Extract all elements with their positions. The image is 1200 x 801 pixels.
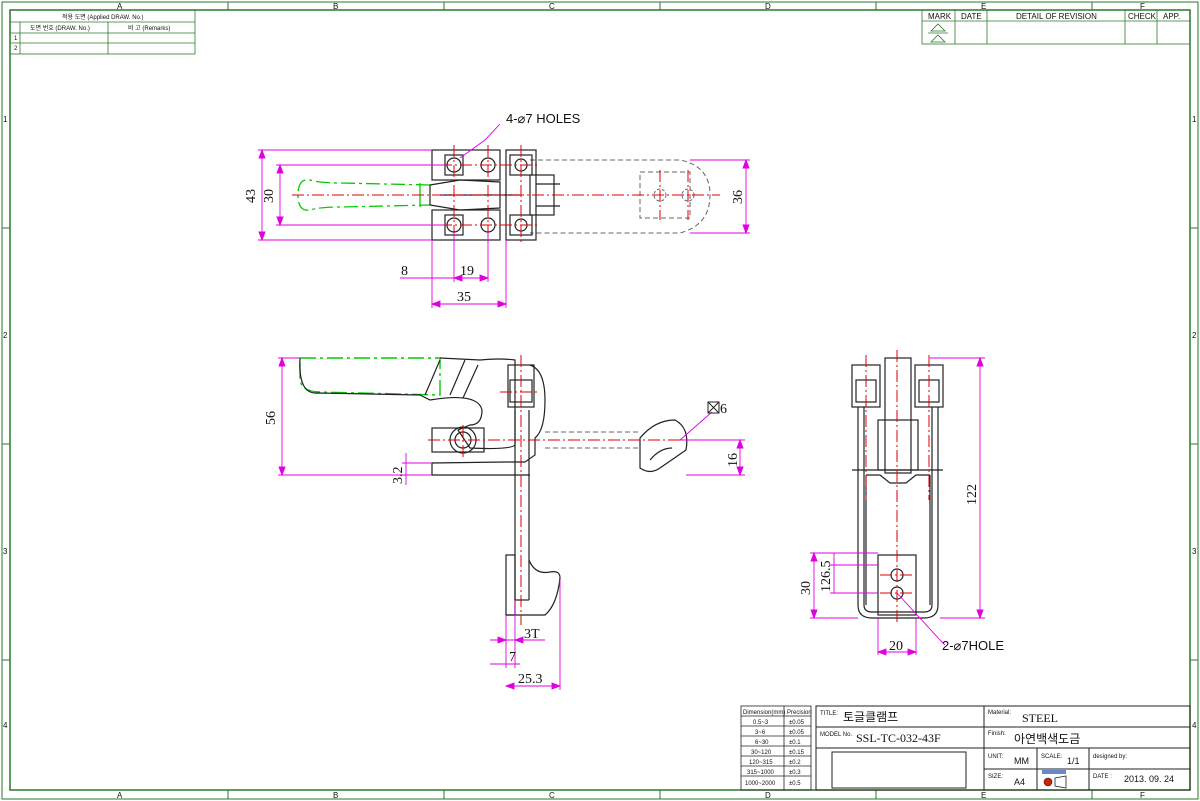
material-label: Material: [988, 710, 1011, 716]
holes-note-right: 2-⌀7HOLE [942, 638, 1004, 653]
scale-value: 1/1 [1067, 756, 1080, 766]
dim-side-7: 7 [509, 650, 516, 665]
dim-top-30: 30 [262, 189, 277, 203]
tol-value-2: ±0.05 [789, 730, 805, 736]
applied-drawing-table: 적용 도면 (Applied DRAW. No.) 도면 번호 (DRAW. N… [9, 9, 196, 55]
tol-range-4: 30~120 [751, 750, 772, 756]
tol-range-5: 120~315 [749, 760, 773, 766]
top-view: 43 30 36 8 19 35 4-⌀7 HOLES [244, 111, 750, 308]
col-label-f-top: F [1140, 2, 1145, 11]
front-view: 122 126.5 30 20 2-⌀7HOLE [799, 350, 1004, 656]
col-label-a-bottom: A [117, 791, 123, 800]
unit-value: MM [1014, 756, 1029, 766]
dim-top-43: 43 [244, 189, 259, 203]
dim-front-122: 122 [965, 484, 980, 505]
date-value: 2013. 09. 24 [1124, 774, 1174, 784]
square-symbol [707, 401, 720, 414]
projection-symbol-icon [1042, 770, 1067, 789]
dim-top-8: 8 [401, 264, 408, 279]
dim-top-19: 19 [460, 264, 474, 279]
dim-side-16: 16 [726, 453, 741, 467]
applied-table-col-no: 도면 번호 (DRAW. No.) [30, 24, 90, 32]
applied-table-col-remarks: 비 고 (Remarks) [128, 24, 170, 32]
model-value: SSL-TC-032-43F [856, 731, 941, 745]
applied-table-header: 적용 도면 (Applied DRAW. No.) [62, 13, 144, 21]
col-label-a-top: A [117, 2, 123, 11]
revision-col-check: CHECK [1128, 12, 1157, 21]
tol-range-3: 6~30 [755, 740, 769, 746]
title-block: TITLE: 토글클램프 MODEL No. SSL-TC-032-43F Ma… [815, 705, 1191, 791]
finish-label: Finish: [988, 731, 1006, 737]
row-label-1-right: 1 [1192, 115, 1197, 124]
col-label-d-bottom: D [765, 791, 771, 800]
row-label-1-left: 1 [3, 115, 8, 124]
square-size-label: 6 [720, 402, 727, 417]
revision-col-mark: MARK [928, 12, 952, 21]
finish-value: 아연백색도금 [1014, 732, 1080, 746]
scale-label: SCALE: [1041, 754, 1063, 760]
side-view-handle [299, 357, 441, 396]
dim-front-20: 20 [889, 639, 903, 654]
top-view-handle [297, 179, 431, 211]
model-label: MODEL No. [820, 732, 852, 738]
col-label-b-bottom: B [333, 791, 338, 800]
dim-side-25-3: 25.3 [518, 672, 543, 687]
dim-top-36: 36 [731, 190, 746, 204]
row-label-4-right: 4 [1192, 721, 1197, 730]
row-label-2-right: 2 [1192, 331, 1197, 340]
side-view: 6 56 3.2 16 3T 7 25.3 [264, 355, 745, 690]
unit-label: UNIT: [988, 754, 1003, 760]
col-label-e-bottom: E [981, 791, 986, 800]
applied-table-row-1: 1 [14, 36, 18, 42]
tol-value-4: ±0.15 [789, 750, 805, 756]
row-label-4-left: 4 [3, 721, 8, 730]
row-label-3-right: 3 [1192, 547, 1197, 556]
tol-value-5: ±0.2 [789, 760, 801, 766]
col-label-b-top: B [333, 2, 338, 11]
dim-side-56: 56 [264, 411, 279, 425]
dim-front-30: 30 [799, 581, 814, 595]
tol-range-6: 315~1000 [747, 770, 775, 776]
designed-label: designed by: [1093, 754, 1127, 760]
tol-range-2: 3~6 [755, 730, 766, 736]
col-label-c-bottom: C [549, 791, 555, 800]
revision-table: MARK DATE DETAIL OF REVISION CHECK APP. [921, 9, 1191, 45]
tol-value-3: ±0.1 [789, 740, 801, 746]
tolerance-table: Dimension(mm) Precision 0.5~3 ±0.05 3~6 … [740, 705, 812, 791]
dim-top-35: 35 [457, 290, 471, 305]
col-label-e-top: E [981, 2, 986, 11]
tol-header-dim: Dimension(mm) [743, 710, 785, 716]
tol-value-1: ±0.05 [789, 720, 805, 726]
dim-side-3t: 3T [524, 627, 540, 642]
applied-table-row-2: 2 [14, 46, 18, 52]
top-view-hidden-plate [530, 159, 711, 234]
size-label: SIZE: [988, 774, 1003, 780]
tol-range-1: 0.5~3 [753, 720, 769, 726]
date-label: DATE : [1093, 774, 1112, 780]
col-label-c-top: C [549, 2, 555, 11]
dim-front-126-5: 126.5 [819, 561, 834, 593]
row-label-2-left: 2 [3, 331, 8, 340]
revision-col-detail: DETAIL OF REVISION [1016, 12, 1097, 21]
title-label: TITLE: [820, 711, 838, 717]
tol-range-7: 1000~2000 [745, 781, 776, 787]
col-label-d-top: D [765, 2, 771, 11]
revision-col-date: DATE [961, 12, 982, 21]
col-label-f-bottom: F [1140, 791, 1145, 800]
size-value: A4 [1014, 777, 1025, 787]
title-value: 토글클램프 [843, 710, 898, 724]
revision-col-app: APP. [1163, 12, 1180, 21]
tol-value-6: ±0.3 [789, 770, 801, 776]
tol-value-7: ±0.5 [789, 781, 801, 787]
dim-side-3-2: 3.2 [391, 467, 406, 485]
row-label-3-left: 3 [3, 547, 8, 556]
holes-note-top: 4-⌀7 HOLES [506, 111, 581, 126]
material-value: STEEL [1022, 711, 1058, 725]
tol-header-prec: Precision [787, 710, 812, 716]
